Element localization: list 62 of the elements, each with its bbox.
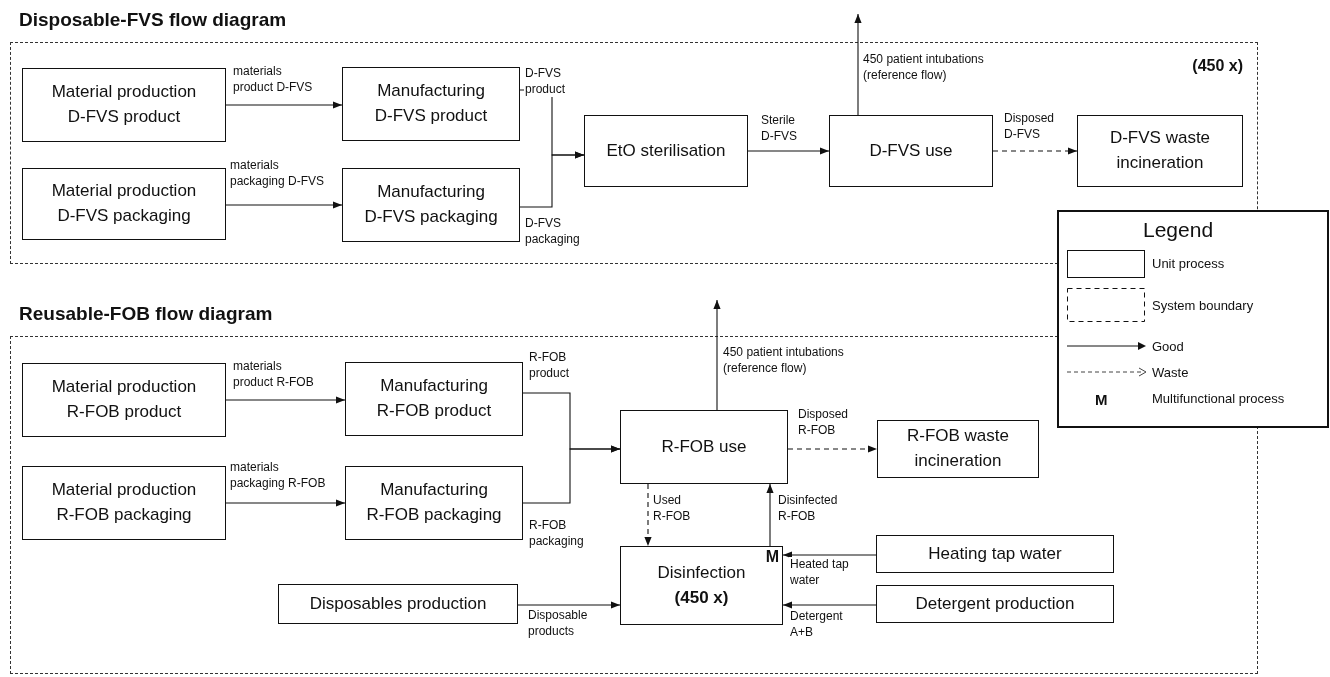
process-label: EtO sterilisation — [605, 139, 727, 162]
process-label: Disinfection — [656, 561, 747, 584]
arrow — [766, 483, 774, 547]
process-label: R-FOB waste incineration — [905, 425, 1010, 472]
diagram-heading: Disposable-FVS flow diagram — [19, 9, 287, 31]
multifunctional-mark: M — [1095, 391, 1108, 408]
diagram-heading: Reusable-FOB flow diagram — [19, 303, 273, 325]
process-box — [584, 115, 748, 187]
process-label: D-FVS use — [868, 139, 954, 162]
arrow — [747, 147, 830, 155]
arrow — [522, 445, 621, 504]
legend-label: Good — [1152, 339, 1184, 354]
process-label: Detergent production — [914, 592, 1076, 615]
multifunctional-mark: M — [765, 548, 779, 566]
arrow — [225, 201, 343, 209]
arrow — [225, 499, 346, 507]
process-box — [620, 410, 788, 484]
legend-label: Waste — [1152, 365, 1189, 380]
process-box — [22, 363, 226, 437]
legend-title: Legend — [1143, 218, 1214, 242]
process-label: Material production D-FVS packaging — [50, 180, 198, 227]
process-box — [876, 585, 1114, 623]
arrow — [519, 151, 585, 208]
legend-label: System boundary — [1152, 298, 1254, 313]
process-box — [22, 466, 226, 540]
process-box — [829, 115, 993, 187]
process-box — [345, 466, 523, 540]
process-label: Manufacturing D-FVS packaging — [363, 181, 499, 228]
dashed-arrow — [992, 147, 1078, 155]
process-label: Material production D-FVS product — [50, 81, 198, 128]
process-label: Material production R-FOB product — [50, 376, 198, 423]
process-label: R-FOB use — [660, 435, 748, 458]
arrow — [782, 551, 877, 559]
process-box — [342, 168, 520, 242]
process-box — [345, 362, 523, 436]
process-box — [1077, 115, 1243, 187]
process-label: Disposables production — [308, 592, 488, 615]
legend-label: Unit process — [1152, 256, 1225, 271]
process-box — [620, 546, 783, 625]
arrow — [517, 601, 621, 609]
arrow — [225, 396, 346, 404]
multiplier-label: (450 x) — [1192, 57, 1243, 75]
arrow — [713, 299, 721, 411]
legend-label: Multifunctional process — [1152, 391, 1285, 406]
dashed-arrow — [644, 483, 652, 547]
process-label: Manufacturing R-FOB packaging — [365, 479, 503, 526]
process-box — [278, 584, 518, 624]
arrow — [854, 13, 862, 116]
process-label: D-FVS waste incineration — [1108, 127, 1212, 174]
dashed-arrow — [787, 445, 878, 453]
arrow — [225, 101, 343, 109]
process-box — [342, 67, 520, 141]
multiplier-label: (450 x) — [674, 586, 729, 609]
process-label: Manufacturing D-FVS product — [373, 80, 489, 127]
process-label: Material production R-FOB packaging — [50, 479, 198, 526]
process-box — [22, 68, 226, 142]
arrow — [782, 601, 877, 609]
process-box — [876, 535, 1114, 573]
process-box — [877, 420, 1039, 478]
process-label: Manufacturing R-FOB product — [375, 375, 493, 422]
process-label: Heating tap water — [927, 542, 1063, 565]
process-box — [22, 168, 226, 240]
